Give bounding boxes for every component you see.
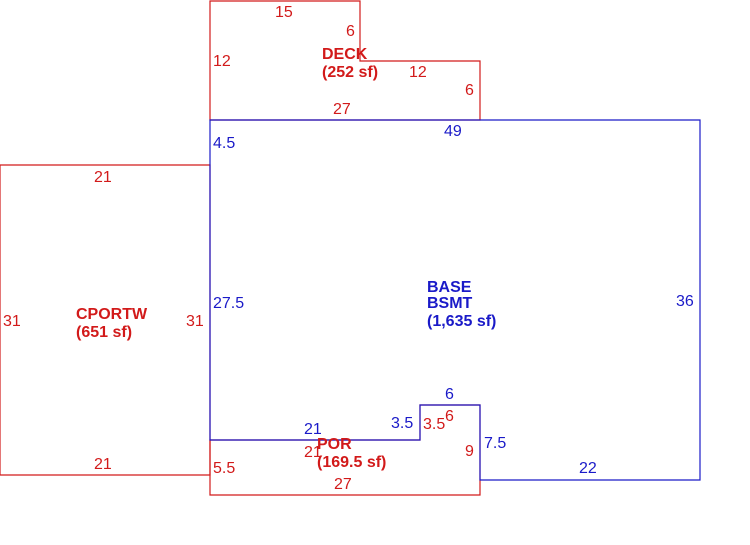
base-area-size: (1,635 sf) — [427, 313, 496, 330]
deck-area-size: (252 sf) — [322, 64, 378, 81]
deck-dim-step-h: 6 — [346, 23, 355, 40]
cportw-dim-bottom: 21 — [94, 456, 112, 473]
base-dim-left-upper: 4.5 — [213, 135, 235, 152]
base-dim-step-top: 6 — [445, 386, 454, 403]
base-outline — [209, 119, 701, 481]
base-dim-bottom-right: 22 — [579, 460, 597, 477]
por-dim-right: 9 — [465, 443, 474, 460]
por-dim-bottom: 27 — [334, 476, 352, 493]
deck-dim-right: 6 — [465, 82, 474, 99]
por-dim-left: 5.5 — [213, 460, 235, 477]
por-area-size: (169.5 sf) — [317, 454, 386, 471]
base-dim-left-mid: 27.5 — [213, 295, 244, 312]
por-dim-step-top: 6 — [445, 408, 454, 425]
base-area-name-2: BSMT — [427, 295, 473, 312]
base-dim-right: 36 — [676, 293, 694, 310]
base-dim-step-left: 3.5 — [391, 415, 413, 432]
por-dim-top: 21 — [304, 444, 322, 461]
por-area-name: POR — [317, 436, 352, 453]
deck-area-name: DECK — [322, 46, 368, 63]
base-dim-top: 49 — [444, 123, 462, 140]
deck-dim-step-w: 12 — [409, 64, 427, 81]
deck-dim-left: 12 — [213, 53, 231, 70]
cportw-dim-left: 31 — [3, 313, 21, 330]
cportw-dim-top: 21 — [94, 169, 112, 186]
cportw-area-name: CPORTW — [76, 306, 148, 323]
base-dim-step-right: 7.5 — [484, 435, 506, 452]
cportw-dim-right: 31 — [186, 313, 204, 330]
cportw-area-size: (651 sf) — [76, 324, 132, 341]
deck-dim-top: 15 — [275, 4, 293, 21]
por-dim-step: 3.5 — [423, 416, 445, 433]
deck-dim-bottom: 27 — [333, 101, 351, 118]
base-area-name: BASE — [427, 279, 472, 296]
base-dim-bottom-left: 21 — [304, 421, 322, 438]
